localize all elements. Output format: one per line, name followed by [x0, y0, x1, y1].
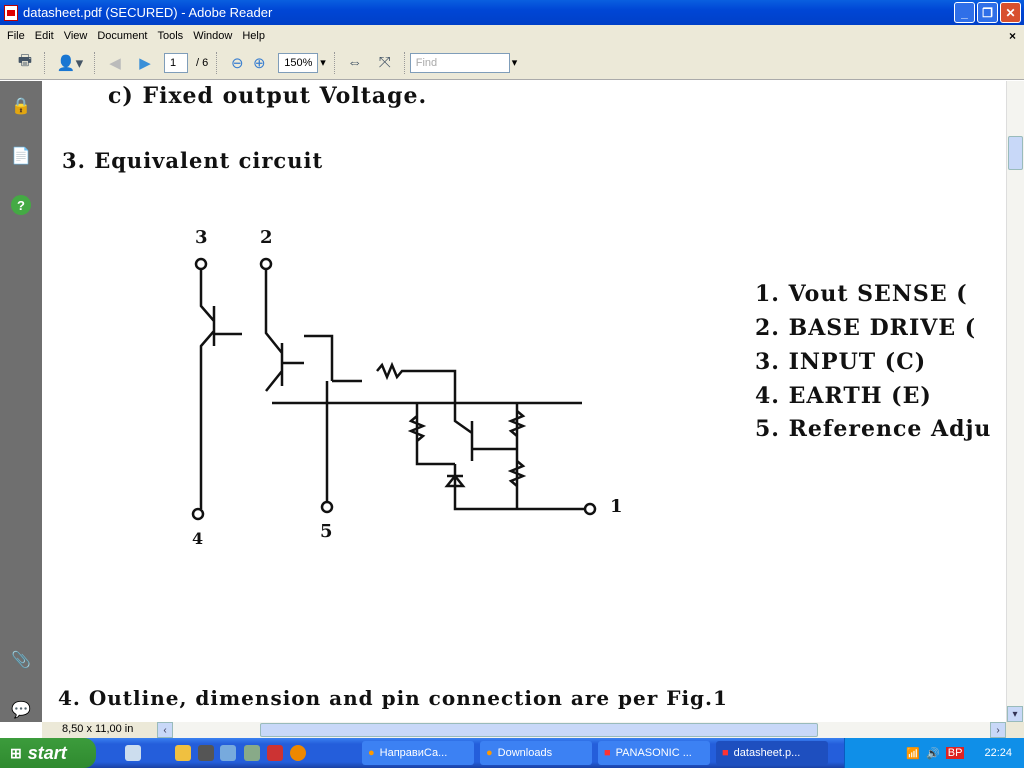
network-icon[interactable]: 📶	[906, 747, 921, 760]
page-total: / 6	[196, 56, 209, 69]
folder-icon[interactable]	[175, 745, 191, 761]
navigation-pane: 🔒 📄 ? 📎 💬	[0, 81, 42, 722]
equivalent-circuit-diagram	[191, 257, 597, 521]
status-bar: 8,50 x 11,00 in ‹ ›	[42, 722, 1024, 738]
image-viewer-icon[interactable]	[244, 745, 260, 761]
pin-list-item: 5. Reference Adju	[755, 416, 992, 442]
fit-width-icon[interactable]: ⇔	[347, 54, 363, 71]
vertical-scrollbar[interactable]: ▾	[1006, 81, 1024, 722]
tray-badge[interactable]: BP	[945, 747, 965, 759]
pin-list-item: 3. INPUT (C)	[755, 349, 927, 375]
menu-bar: File Edit View Document Tools Window Hel…	[0, 25, 1024, 46]
minimize-button[interactable]: _	[954, 2, 975, 23]
title-bar: datasheet.pdf (SECURED) - Adobe Reader _…	[0, 0, 1024, 25]
close-button[interactable]: ✕	[1000, 2, 1021, 23]
section-heading-4: 4. Outline, dimension and pin connection…	[58, 686, 728, 710]
section-heading-3: 3. Equivalent circuit	[62, 148, 324, 173]
security-lock-icon[interactable]: 🔒	[11, 98, 31, 115]
vertical-scroll-thumb[interactable]	[1008, 136, 1023, 170]
menu-document[interactable]: Document	[97, 29, 148, 42]
close-document-button[interactable]: ×	[1008, 28, 1016, 43]
toolbar: 🖶 👤▾ ◀ ▶ 1 / 6 ⊖ ⊕ 150% ▾ ⇔ ⤧ Find ▾	[0, 46, 1024, 80]
pin-label-2: 2	[260, 227, 274, 248]
menu-help[interactable]: Help	[242, 29, 265, 42]
taskbar: ⊞start ●НаправиСа... ●Downloads ■PANASON…	[0, 738, 1024, 768]
notepad-icon[interactable]	[220, 745, 236, 761]
taskbar-item-napravisa[interactable]: ●НаправиСа...	[362, 741, 474, 765]
page-number-input[interactable]: 1	[164, 52, 188, 73]
window-title: datasheet.pdf (SECURED) - Adobe Reader	[23, 5, 273, 20]
previous-page-icon[interactable]: ◀	[109, 54, 121, 72]
pin-label-3: 3	[195, 227, 209, 248]
show-desktop-icon[interactable]	[125, 745, 141, 761]
scroll-down-button[interactable]: ▾	[1007, 706, 1023, 722]
find-input[interactable]: Find	[409, 52, 510, 73]
page-size-label: 8,50 x 11,00 in	[62, 723, 134, 735]
pin-label-1: 1	[610, 496, 624, 517]
menu-view[interactable]: View	[63, 29, 88, 42]
document-page: c) Fixed output Voltage. 3. Equivalent c…	[42, 81, 1006, 722]
horizontal-scrollbar[interactable]: ‹ ›	[157, 722, 1006, 738]
scroll-left-button[interactable]: ‹	[157, 722, 173, 738]
zoom-in-icon[interactable]: ⊕	[252, 54, 266, 72]
zoom-out-icon[interactable]: ⊖	[230, 54, 244, 72]
start-button[interactable]: ⊞start	[0, 738, 96, 768]
zoom-select[interactable]: 150%	[278, 52, 319, 73]
zoom-dropdown-icon[interactable]: ▾	[320, 57, 326, 69]
taskbar-item-datasheet[interactable]: ■datasheet.p...	[716, 741, 828, 765]
firefox-icon: ●	[368, 747, 375, 759]
doc-text-line: c) Fixed output Voltage.	[108, 83, 428, 109]
pin-list-item: 2. BASE DRIVE (	[755, 315, 977, 341]
pdf-icon: ■	[604, 747, 611, 759]
pin-label-4: 4	[192, 529, 205, 548]
find-dropdown-icon[interactable]: ▾	[511, 57, 518, 69]
scroll-right-button[interactable]: ›	[990, 722, 1006, 738]
menu-tools[interactable]: Tools	[157, 29, 184, 42]
collaborate-icon[interactable]: 👤▾	[56, 54, 84, 72]
help-icon[interactable]: ?	[11, 195, 31, 215]
system-tray: 📶 🔊 BP 22:24	[844, 738, 1024, 768]
clock[interactable]: 22:24	[984, 747, 1012, 759]
uk-flag-icon[interactable]	[267, 745, 283, 761]
menu-window[interactable]: Window	[193, 29, 233, 42]
menu-file[interactable]: File	[7, 29, 25, 42]
volume-icon[interactable]: 🔊	[926, 747, 940, 760]
fit-page-icon[interactable]: ⤧	[378, 54, 391, 71]
comments-icon[interactable]: 💬	[11, 702, 31, 719]
pdf-icon: ■	[722, 747, 729, 759]
maximize-button[interactable]: ❐	[977, 2, 998, 23]
pdf-icon	[4, 4, 18, 21]
firefox-icon[interactable]	[290, 745, 306, 761]
taskbar-item-downloads[interactable]: ●Downloads	[480, 741, 592, 765]
pin-label-5: 5	[320, 521, 334, 542]
calculator-icon[interactable]	[198, 745, 214, 761]
pages-icon[interactable]: 📄	[11, 148, 31, 165]
horizontal-scroll-thumb[interactable]	[260, 723, 818, 737]
taskbar-item-panasonic[interactable]: ■PANASONIC ...	[598, 741, 710, 765]
menu-edit[interactable]: Edit	[34, 29, 54, 42]
attachments-icon[interactable]: 📎	[11, 652, 31, 669]
pin-list-item: 4. EARTH (E)	[755, 383, 932, 409]
next-page-icon[interactable]: ▶	[139, 54, 151, 72]
print-icon[interactable]: 🖶	[17, 52, 33, 69]
firefox-icon: ●	[486, 747, 493, 759]
windows-logo-icon: ⊞	[10, 744, 22, 761]
pin-list-item: 1. Vout SENSE (	[755, 281, 968, 307]
